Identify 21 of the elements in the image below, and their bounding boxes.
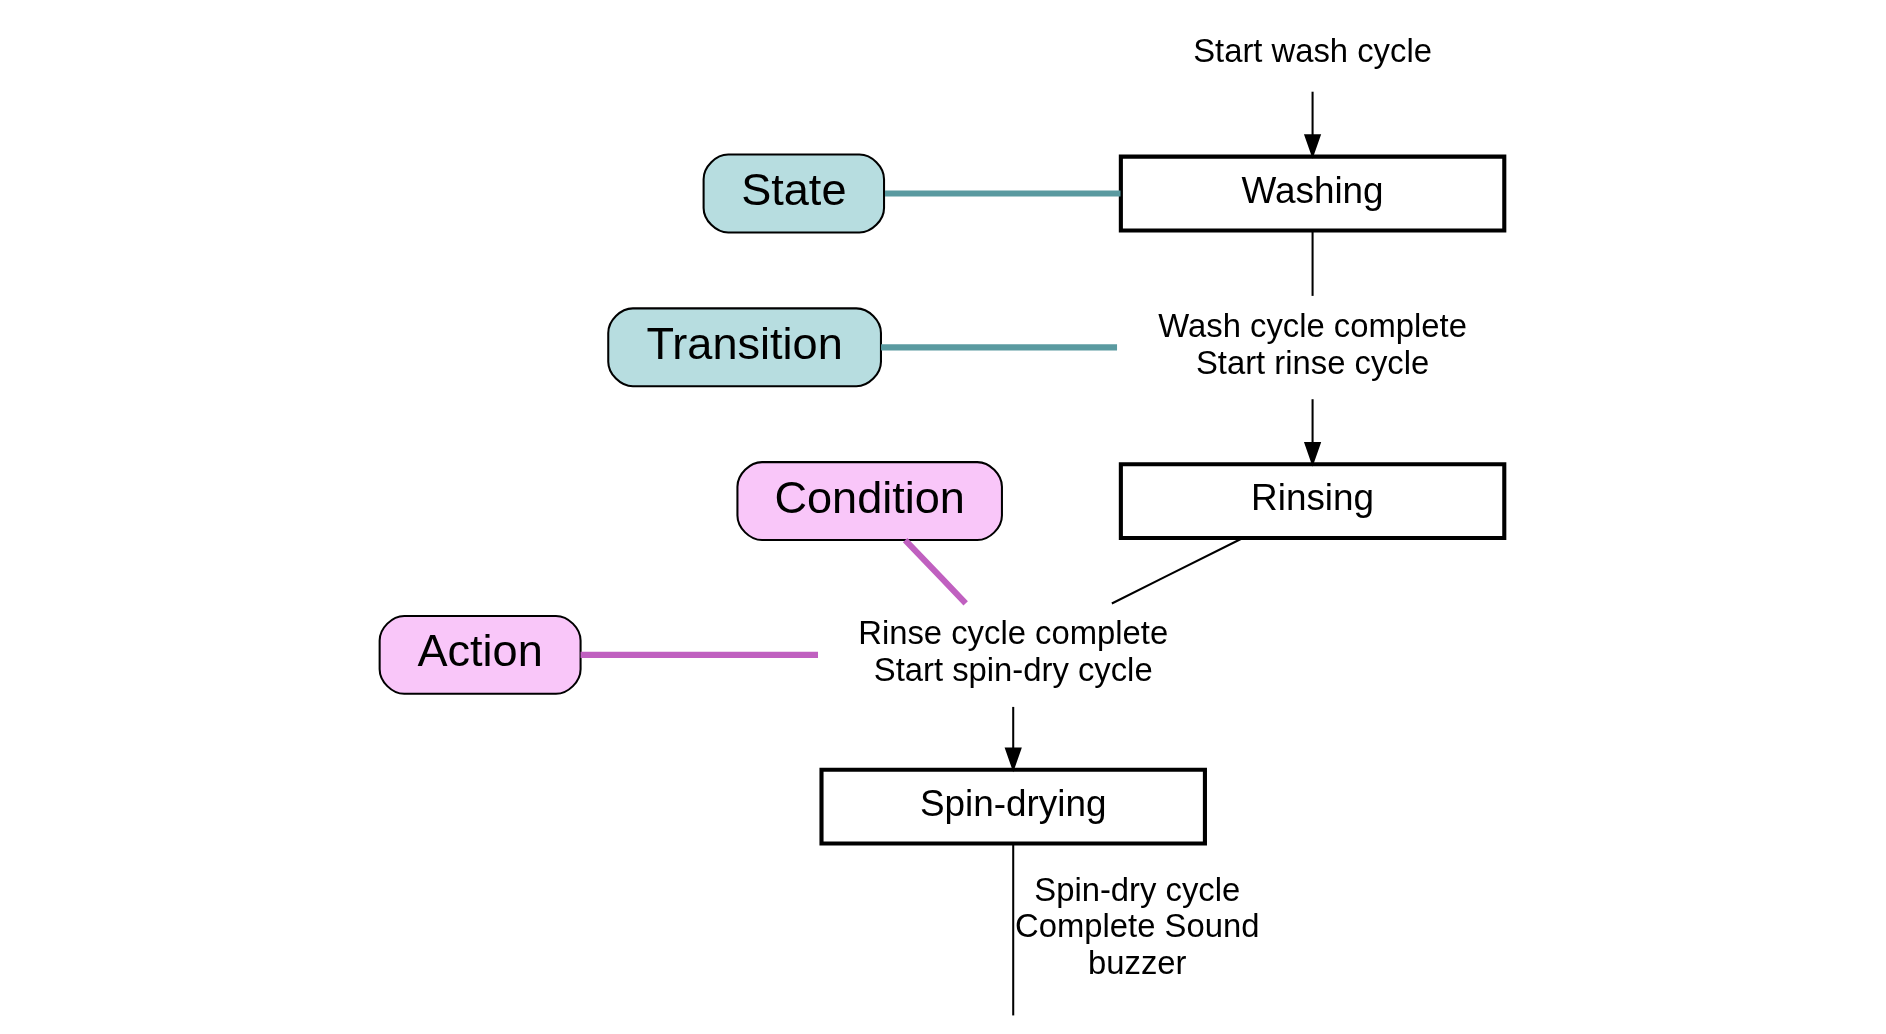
node-box: Action: [378, 614, 582, 695]
connector: [902, 537, 968, 605]
connector: [1011, 843, 1014, 1015]
node-text: Wash cycle complete Start rinse cycle: [1157, 306, 1467, 381]
connector: [1311, 230, 1314, 296]
connector: [580, 651, 818, 658]
node-text: Rinse cycle complete Start spin-dry cycle: [857, 613, 1168, 688]
node-box: State: [702, 153, 885, 233]
node-text: Start wash cycle: [1192, 31, 1432, 69]
arrow: [1004, 706, 1022, 772]
node-box: Washing: [1118, 154, 1506, 232]
node-box: Transition: [606, 306, 882, 387]
connector: [884, 189, 1120, 197]
node-box: Condition: [735, 460, 1003, 541]
arrow: [1303, 398, 1321, 467]
node-box: Spin-drying: [818, 767, 1207, 846]
node-box: Rinsing: [1118, 461, 1506, 540]
edge-label: Spin-dry cycle Complete Sound buzzer: [1014, 870, 1259, 981]
arrow: [1303, 91, 1321, 159]
connector: [1110, 536, 1243, 604]
connector: [880, 343, 1117, 350]
